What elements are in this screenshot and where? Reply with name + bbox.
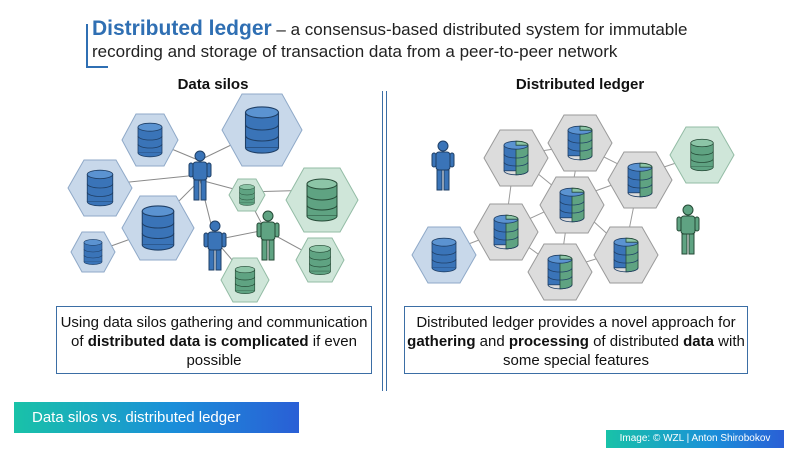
title-line-1: Distributed ledger – a consensus-based d… — [86, 18, 776, 41]
ledger-node-6 — [593, 226, 659, 284]
title-rest: – a consensus-based distributed system f… — [271, 20, 688, 39]
ledger-text-3: of distributed — [588, 333, 684, 350]
person-blue-1 — [188, 150, 212, 201]
person-green-1 — [256, 210, 280, 261]
silo-node-7 — [285, 167, 359, 233]
person-blue-3 — [431, 140, 455, 191]
person-blue-2 — [203, 220, 227, 271]
ledger-text-1: Distributed ledger provides a novel appr… — [416, 314, 736, 331]
silo-node-9 — [220, 257, 270, 303]
ledger-text-4: with some special features — [503, 333, 745, 369]
column-divider-left — [382, 91, 383, 391]
silo-node-2 — [221, 93, 303, 167]
title-line-2: recording and storage of transaction dat… — [92, 42, 618, 61]
silos-text-1: Using data silos gathering and communica… — [60, 314, 368, 350]
silos-text-2: if even possible — [186, 333, 357, 369]
ledger-node-4 — [539, 176, 605, 234]
silo-node-8 — [295, 237, 345, 283]
ledger-description-box: Distributed ledger provides a novel appr… — [404, 306, 748, 374]
silo-node-3 — [67, 159, 133, 217]
silo-node-4 — [121, 195, 195, 261]
ledger-node-2 — [547, 114, 613, 172]
silos-text-bold: distributed data is complicated — [87, 333, 309, 350]
header: Distributed ledger – a consensus-based d… — [86, 18, 776, 63]
ledger-text-2: and — [475, 333, 509, 350]
image-credit: Image: © WZL | Anton Shirobokov — [606, 430, 784, 448]
header-accent-bar — [86, 24, 88, 68]
silos-description-box: Using data silos gathering and communica… — [56, 306, 372, 374]
ledger-text-bold-2: processing — [508, 333, 589, 350]
ledger-node-green — [669, 126, 735, 184]
ledger-node-blue — [411, 226, 477, 284]
caption-ribbon: Data silos vs. distributed ledger — [14, 402, 299, 433]
column-divider-right — [386, 91, 387, 391]
title-strong: Distributed ledger — [92, 17, 272, 40]
silo-node-6 — [228, 178, 266, 212]
person-green-2 — [676, 204, 700, 255]
left-column-title: Data silos — [177, 76, 249, 93]
ledger-node-1 — [483, 129, 549, 187]
ledger-node-3 — [607, 151, 673, 209]
ledger-text-bold-1: gathering — [407, 333, 476, 350]
silo-node-1 — [121, 113, 179, 167]
right-column-title: Distributed ledger — [515, 76, 645, 93]
ledger-text-bold-3: data — [683, 333, 714, 350]
silo-node-5 — [70, 231, 116, 273]
ledger-node-7 — [527, 243, 593, 301]
header-accent-underline — [86, 66, 108, 68]
ledger-node-5 — [473, 203, 539, 261]
